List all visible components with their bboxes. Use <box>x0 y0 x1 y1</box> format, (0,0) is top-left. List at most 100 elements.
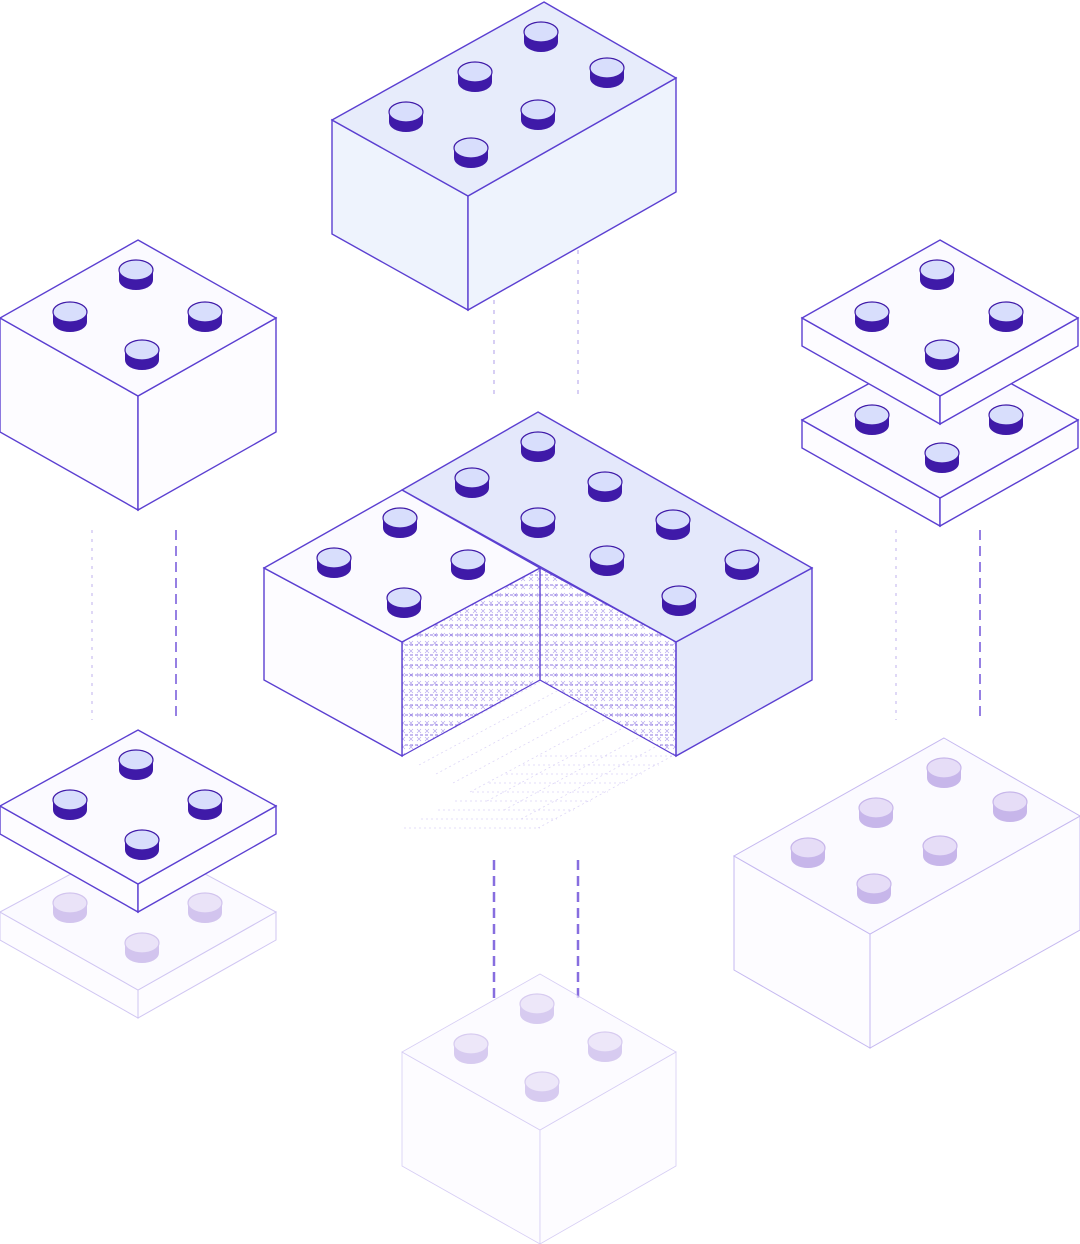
stud <box>454 467 490 498</box>
stud <box>992 791 1028 822</box>
cut-texture-right <box>540 568 676 756</box>
floor-line <box>520 744 660 820</box>
stud-top <box>124 339 160 361</box>
stud <box>661 585 697 616</box>
stud <box>187 892 223 923</box>
stud-top <box>919 259 955 281</box>
stud-top <box>52 892 88 914</box>
stud-top <box>587 1031 623 1053</box>
combined-l-brick <box>262 411 814 829</box>
stud-top <box>388 101 424 123</box>
stud-top <box>655 509 691 531</box>
stud-top <box>661 585 697 607</box>
stud-top <box>118 259 154 281</box>
stud <box>524 1071 560 1102</box>
stud <box>854 301 890 332</box>
stud-top <box>519 993 555 1015</box>
cut-texture-left <box>402 568 540 756</box>
stud-top <box>790 837 826 859</box>
stud-top <box>589 545 625 567</box>
stud <box>724 549 760 580</box>
stud-top <box>52 789 88 811</box>
stud <box>453 1033 489 1064</box>
stud-top <box>520 99 556 121</box>
stud <box>520 99 556 130</box>
floor-line <box>486 726 626 802</box>
stud <box>520 507 556 538</box>
floor-line <box>452 708 592 784</box>
stud-top <box>926 757 962 779</box>
floor-line <box>401 681 541 757</box>
brick-top-face <box>0 837 278 991</box>
stud-top <box>450 549 486 571</box>
stud-top <box>924 339 960 361</box>
floor-grid <box>401 681 677 829</box>
stud <box>922 835 958 866</box>
stud <box>589 57 625 88</box>
brick-2x2-left <box>0 239 278 512</box>
stud <box>854 404 890 435</box>
stud-top <box>118 749 154 771</box>
stud <box>924 339 960 370</box>
stud <box>382 507 418 538</box>
brick-top-face <box>0 239 278 397</box>
stud <box>655 509 691 540</box>
stud-top <box>992 791 1028 813</box>
stud <box>118 259 154 290</box>
plate-2x2-left <box>0 729 278 914</box>
stud-top <box>924 442 960 464</box>
stud <box>988 404 1024 435</box>
brick-2x2-bottom-faded <box>401 973 677 1244</box>
stud <box>856 873 892 904</box>
stud <box>316 547 352 578</box>
stud-top <box>988 301 1024 323</box>
stud <box>453 137 489 168</box>
stud <box>450 549 486 580</box>
stud-top <box>854 404 890 426</box>
stud-top <box>988 404 1024 426</box>
stud <box>587 471 623 502</box>
stud <box>523 21 559 52</box>
stud-top <box>858 797 894 819</box>
stud <box>124 932 160 963</box>
stud-top <box>524 1071 560 1093</box>
stud <box>790 837 826 868</box>
stud <box>124 339 160 370</box>
stud-top <box>124 829 160 851</box>
stud <box>919 259 955 290</box>
brick-top-face <box>732 737 1080 935</box>
stud-top <box>454 467 490 489</box>
stud-top <box>187 892 223 914</box>
stud-top <box>187 789 223 811</box>
stud-top <box>457 61 493 83</box>
stud-top <box>922 835 958 857</box>
stud-top <box>587 471 623 493</box>
floor-line <box>435 699 575 775</box>
stud <box>988 301 1024 332</box>
stud-top <box>124 932 160 954</box>
stud <box>52 892 88 923</box>
floor-line <box>503 735 643 811</box>
stud-top <box>453 137 489 159</box>
stud-top <box>523 21 559 43</box>
stud-top <box>453 1033 489 1055</box>
stud <box>924 442 960 473</box>
stud <box>519 993 555 1024</box>
plate-2x2-right-upper <box>800 239 1080 426</box>
brick-2x3-top <box>330 1 678 312</box>
stud <box>388 101 424 132</box>
stud <box>52 301 88 332</box>
brick-top-face <box>330 1 678 197</box>
stud-top <box>724 549 760 571</box>
stud-top <box>52 301 88 323</box>
floor-line <box>469 717 609 793</box>
stud <box>386 587 422 618</box>
stud-top <box>520 507 556 529</box>
stud <box>118 749 154 780</box>
stud <box>457 61 493 92</box>
stud <box>124 829 160 860</box>
stud-top <box>854 301 890 323</box>
stud <box>520 431 556 462</box>
stud <box>52 789 88 820</box>
